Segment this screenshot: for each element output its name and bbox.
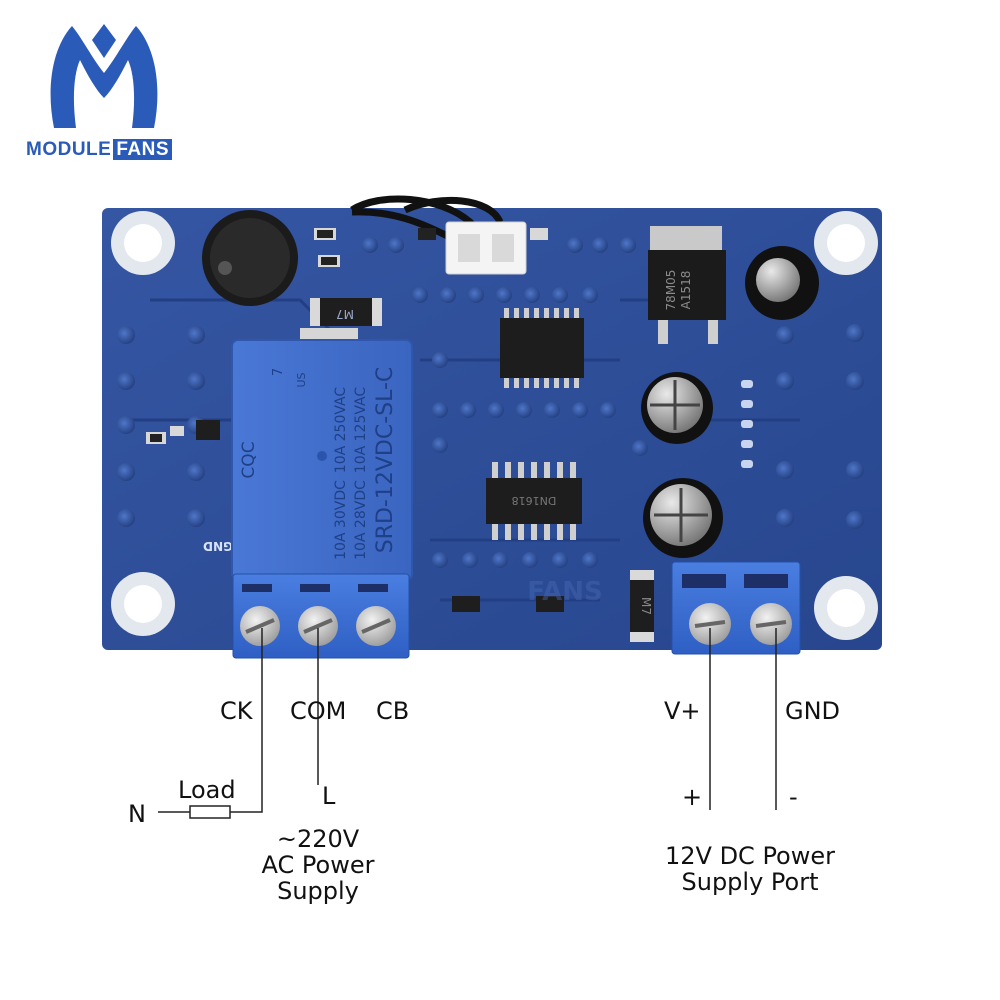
brand-logo-mark bbox=[50, 24, 158, 128]
solder-pads bbox=[117, 237, 864, 568]
board-watermark: FANS bbox=[527, 577, 602, 607]
relay-us-mark: US bbox=[295, 372, 308, 387]
terminal-label-gnd: GND bbox=[785, 697, 841, 725]
dc-supply-line-2: Supply Port bbox=[681, 868, 819, 896]
terminal-label-cb: CB bbox=[376, 697, 410, 725]
power-terminal-block bbox=[671, 561, 801, 655]
brand-wordmark-part1: MODULE bbox=[26, 139, 112, 160]
transistor bbox=[196, 420, 220, 440]
wiring-lines bbox=[158, 628, 777, 813]
capacitor-bottom bbox=[643, 478, 723, 558]
relay-rating-a2: 10A 30VDC bbox=[333, 480, 349, 560]
voltage-regulator: 78M05 A1518 bbox=[648, 226, 726, 344]
ic-driver-label: DN1618 bbox=[512, 494, 557, 507]
brand-wordmark-part2: FANS bbox=[113, 139, 173, 160]
capacitor-top bbox=[745, 246, 819, 320]
regulator-label-2: A1518 bbox=[679, 271, 693, 310]
diode-top-label: M7 bbox=[336, 307, 354, 321]
terminal-label-vplus: V+ bbox=[664, 697, 701, 725]
terminal-label-com: COM bbox=[290, 697, 347, 725]
wire-label-l: L bbox=[322, 782, 336, 810]
wire-label-load: Load bbox=[178, 776, 236, 804]
diode-top bbox=[310, 298, 382, 326]
load-resistor-symbol bbox=[189, 805, 231, 819]
svg-text:CQC: CQC bbox=[239, 441, 259, 478]
relay-terminal-block bbox=[232, 573, 410, 659]
dc-supply-line-1: 12V DC Power bbox=[664, 842, 835, 870]
ac-supply-line-2: AC Power bbox=[261, 851, 375, 879]
capacitor-mid bbox=[641, 372, 713, 444]
ac-supply-caption: ~220V AC Power Supply bbox=[243, 826, 393, 904]
relay-cqc-mark: CQC bbox=[239, 441, 259, 478]
wire-label-plus: + bbox=[682, 783, 703, 811]
wire-ck bbox=[230, 628, 263, 813]
relay-rating-b2: 10A 28VDC bbox=[353, 480, 369, 560]
relay-brand-mark: 7 bbox=[271, 368, 286, 376]
dc-supply-caption: 12V DC Power Supply Port bbox=[635, 843, 865, 895]
terminal-label-ck: CK bbox=[220, 697, 253, 725]
wire-label-n: N bbox=[128, 800, 146, 828]
silk-gnd-label: GND bbox=[203, 539, 233, 553]
ic-driver: DN1618 bbox=[486, 462, 582, 540]
diode-right-label: M7 bbox=[639, 597, 653, 615]
regulator-label-1: 78M05 bbox=[664, 270, 678, 311]
ac-supply-line-3: Supply bbox=[277, 877, 359, 905]
relay: CQC SRD-12VDC-SL-C 10A 250VAC 10A 125VAC… bbox=[231, 339, 413, 581]
wire-label-minus: - bbox=[789, 783, 798, 811]
buzzer bbox=[202, 210, 298, 306]
relay-rating-b1: 10A 125VAC bbox=[353, 387, 369, 474]
relay-rating-a1: 10A 250VAC bbox=[333, 387, 349, 474]
mounting-holes bbox=[111, 211, 878, 640]
led-dots bbox=[741, 380, 753, 468]
diode-right: M7 bbox=[630, 570, 654, 642]
ac-supply-line-1: ~220V bbox=[276, 825, 360, 853]
relay-model: SRD-12VDC-SL-C bbox=[373, 367, 398, 554]
ic-main bbox=[500, 308, 584, 388]
